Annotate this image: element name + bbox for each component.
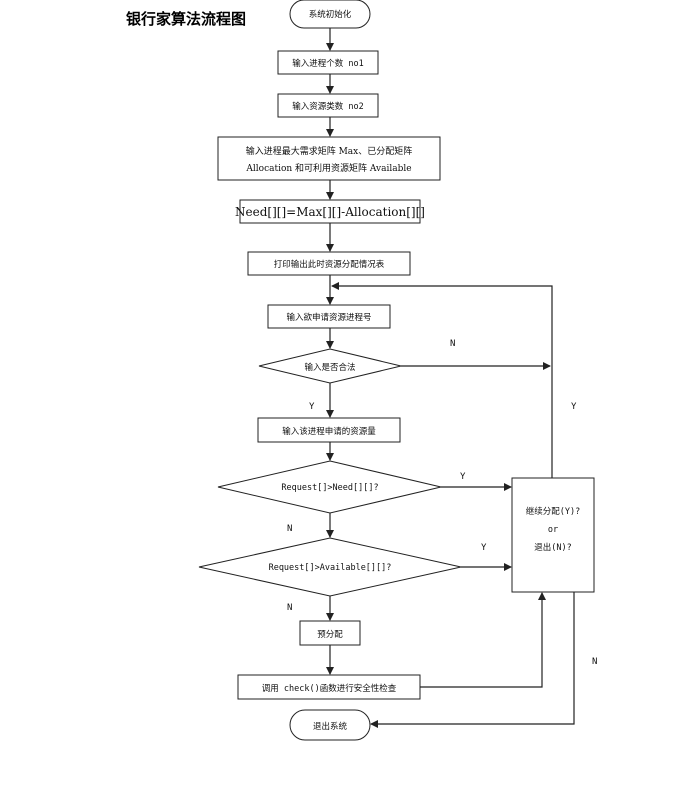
input-matrices-node: 输入进程最大需求矩阵 Max、已分配矩阵 Allocation 和可利用资源矩阵…	[217, 136, 441, 181]
edge-continue-no	[370, 592, 575, 728]
request-exceeds-available-decision: Request[]>Available[][]?	[198, 537, 462, 597]
print-allocation-table-node: 打印输出此时资源分配情况表	[247, 251, 411, 276]
end-label: 退出系统	[313, 721, 348, 732]
edge-label-legal-yes: Y	[309, 402, 315, 412]
edge-label-legal-no: N	[450, 339, 455, 349]
pre-allocation-label: 预分配	[317, 629, 343, 640]
safety-check-label: 调用 check()函数进行安全性检查	[262, 683, 397, 694]
safety-check-node: 调用 check()函数进行安全性检查	[237, 674, 421, 700]
start-label: 系统初始化	[309, 9, 352, 20]
need-computation-node: Need[][]=Max[][]-Allocation[][]	[235, 199, 425, 224]
request-exceeds-need-decision: Request[]>Need[][]?	[217, 460, 442, 514]
diagram-title: 银行家算法流程图	[126, 10, 246, 28]
need-computation-label: Need[][]=Max[][]-Allocation[][]	[235, 205, 425, 219]
continue-or-exit-node: 继续分配(Y)? or 退出(N)?	[511, 477, 595, 593]
legal-input-label: 输入是否合法	[304, 362, 355, 373]
continue-label-line3: 退出(N)?	[534, 542, 571, 553]
edge-label-continue-no: N	[592, 657, 597, 667]
input-matrices-label-line2: Allocation 和可利用资源矩阵 Available	[245, 162, 411, 174]
input-matrices-label-line1: 输入进程最大需求矩阵 Max、已分配矩阵	[246, 145, 413, 157]
input-process-count-node: 输入进程个数 no1	[277, 50, 379, 75]
input-request-amount-node: 输入该进程申请的资源量	[257, 417, 401, 443]
edge-continue-yes	[331, 282, 553, 478]
legal-input-decision: 输入是否合法	[258, 348, 402, 384]
request-exceeds-available-label: Request[]>Available[][]?	[269, 563, 392, 573]
pre-allocation-node: 预分配	[299, 620, 361, 646]
end-node: 退出系统	[289, 709, 371, 741]
edge-label-continue-yes: Y	[571, 402, 577, 412]
input-process-id-node: 输入欲申请资源进程号	[267, 304, 391, 329]
request-exceeds-need-label: Request[]>Need[][]?	[281, 483, 378, 493]
input-request-amount-label: 输入该进程申请的资源量	[282, 426, 376, 437]
edge-label-avail-yes: Y	[481, 543, 487, 553]
print-allocation-table-label: 打印输出此时资源分配情况表	[274, 259, 385, 270]
continue-label-line1: 继续分配(Y)?	[526, 506, 580, 517]
input-process-id-label: 输入欲申请资源进程号	[286, 312, 371, 323]
continue-label-line2: or	[548, 525, 558, 535]
flow-edges	[326, 28, 575, 728]
edge-label-need-yes: Y	[460, 472, 466, 482]
input-resource-count-label: 输入资源类数 no2	[292, 101, 363, 112]
edge-label-need-no: N	[287, 524, 292, 534]
edge-label-avail-no: N	[287, 603, 292, 613]
edge-safety-to-continue	[420, 592, 546, 688]
start-node: 系统初始化	[289, 0, 371, 29]
input-process-count-label: 输入进程个数 no1	[292, 58, 363, 69]
input-resource-count-node: 输入资源类数 no2	[277, 93, 379, 118]
